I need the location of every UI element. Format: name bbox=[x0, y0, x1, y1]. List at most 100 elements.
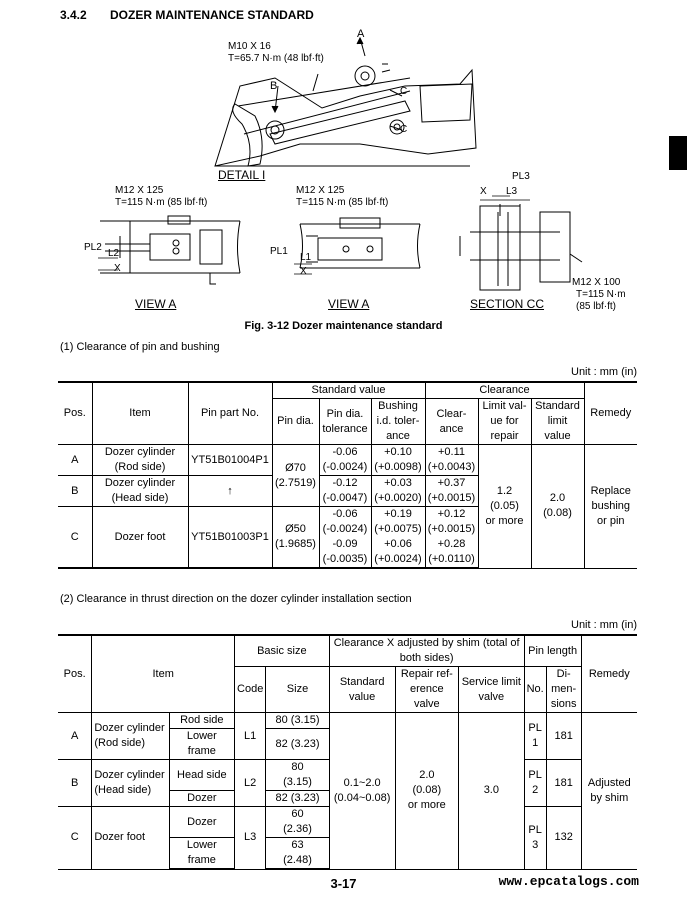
hdr-clearance-group: Clearance bbox=[424, 381, 585, 399]
row2-c-item: Dozer foot bbox=[91, 806, 170, 870]
row-c-item: Dozer foot bbox=[91, 506, 189, 569]
pl2-label: PL2 bbox=[84, 242, 102, 253]
row2-b-item: Dozer cylinder(Head side) bbox=[91, 759, 170, 807]
pl3-label: PL3 bbox=[512, 171, 530, 182]
hdr-pin-dia-tolerance: Pin dia.tolerance bbox=[318, 398, 372, 445]
dozer-drawing: M10 X 16 T=65.7 N·m (48 lbf·ft) A B C C … bbox=[60, 26, 640, 316]
row2-a-item: Dozer cylinder(Rod side) bbox=[91, 712, 170, 760]
l2-label: L2 bbox=[108, 248, 120, 259]
figure-caption: Fig. 3-12 Dozer maintenance standard bbox=[244, 320, 443, 332]
row2-c-code: L3 bbox=[234, 806, 267, 870]
part2-heading: (2) Clearance in thrust direction on the… bbox=[60, 593, 412, 605]
pin-dia-ab: Ø70(2.7519) bbox=[271, 444, 320, 507]
thrust-clearance-table: Pos. Item Basic size Clearance X adjuste… bbox=[58, 634, 637, 870]
x-label-mid: X bbox=[300, 266, 307, 277]
row2-b-size2: 82 (3.23) bbox=[265, 790, 330, 807]
row2-c-side2: Lower frame bbox=[168, 837, 236, 870]
hdr-pos: Pos. bbox=[58, 381, 93, 445]
row-b-clearance: +0.37(+0.0015) bbox=[424, 475, 479, 507]
part2-unit: Unit : mm (in) bbox=[571, 619, 637, 631]
hdr-standard-value: Standard value bbox=[271, 381, 426, 399]
hdr-pin-dia: Pin dia. bbox=[271, 398, 320, 445]
table-row: B Dozer cylinder(Head side) ↑ -0.12(-0.0… bbox=[58, 475, 637, 507]
row-a-pos: A bbox=[58, 444, 93, 476]
row2-a-code: L1 bbox=[234, 712, 267, 760]
row-b-pin-tol: -0.12(-0.0047) bbox=[318, 475, 372, 507]
l3-label: L3 bbox=[506, 186, 518, 197]
torque-left-line1: M12 X 125 bbox=[115, 185, 164, 196]
row-a-bush-tol: +0.10(+0.0098) bbox=[370, 444, 426, 476]
section-title: DOZER MAINTENANCE STANDARD bbox=[110, 8, 314, 22]
torque-right-line1: M12 X 100 bbox=[572, 277, 621, 288]
row2-a-pos: A bbox=[58, 712, 93, 760]
section-number: 3.4.2 bbox=[60, 8, 87, 22]
std-limit-value: 2.0(0.08) bbox=[530, 444, 585, 569]
row-b-item: Dozer cylinder(Head side) bbox=[91, 475, 189, 507]
table-row: Lower frame 82 (3.23) bbox=[58, 728, 637, 760]
row-c-pin-tol: -0.06(-0.0024)-0.09(-0.0035) bbox=[318, 506, 372, 569]
hdr2-code: Code bbox=[234, 666, 267, 713]
table-row: A Dozer cylinder(Rod side) YT51B01004P1 … bbox=[58, 444, 637, 569]
section-heading: 3.4.2 DOZER MAINTENANCE STANDARD bbox=[60, 8, 314, 22]
row2-c-size1: 60(2.36) bbox=[265, 806, 330, 838]
table-row: C Dozer foot YT51B01003P1 Ø50(1.9685) -0… bbox=[58, 506, 637, 569]
hdr2-size: Size bbox=[265, 666, 330, 713]
torque-left-line2: T=115 N·m (85 lbf·ft) bbox=[115, 197, 208, 208]
torque-top-line1: M10 X 16 bbox=[228, 41, 271, 52]
table-row: A Dozer cylinder(Rod side) Rod side L1 8… bbox=[58, 712, 637, 870]
row2-b-size1: 80(3.15) bbox=[265, 759, 330, 791]
row-a-pin-tol: -0.06(-0.0024) bbox=[318, 444, 372, 476]
row-b-part: ↑ bbox=[187, 475, 273, 507]
hdr2-pos: Pos. bbox=[58, 634, 93, 713]
watermark: www.epcatalogs.com bbox=[498, 874, 639, 889]
view-a-left-label: VIEW A bbox=[135, 297, 177, 311]
row2-a-size1: 80 (3.15) bbox=[265, 712, 330, 729]
row2-c-side1: Dozer bbox=[168, 806, 236, 838]
row-a-clearance: +0.11(+0.0043) bbox=[424, 444, 479, 476]
row2-a-dim: 181 bbox=[545, 712, 582, 760]
l1-label: L1 bbox=[300, 252, 312, 263]
view-a-mid-label: VIEW A bbox=[328, 297, 370, 311]
row-c-part: YT51B01003P1 bbox=[187, 506, 273, 569]
row2-b-code: L2 bbox=[234, 759, 267, 807]
hdr2-item: Item bbox=[91, 634, 236, 713]
detail-label: DETAIL I bbox=[218, 168, 266, 182]
row-c-pos: C bbox=[58, 506, 93, 569]
row2-b-side2: Dozer bbox=[168, 790, 236, 807]
arrow-a-label: A bbox=[357, 28, 365, 40]
arrow-c-label-top: C bbox=[400, 86, 408, 97]
row2-a-side1: Rod side bbox=[168, 712, 236, 729]
row2-b-side1: Head side bbox=[168, 759, 236, 791]
row-a-item: Dozer cylinder(Rod side) bbox=[91, 444, 189, 476]
row2-a-side2: Lower frame bbox=[168, 728, 236, 760]
row-a-part: YT51B01004P1 bbox=[187, 444, 273, 476]
row2-b-pos: B bbox=[58, 759, 93, 807]
row-b-pos: B bbox=[58, 475, 93, 507]
row2-c-dim: 132 bbox=[545, 806, 582, 870]
table-row: Lower frame 63(2.48) bbox=[58, 837, 637, 870]
standard-value: 0.1~2.0(0.04~0.08) bbox=[328, 712, 396, 870]
hdr2-no: No. bbox=[523, 666, 547, 713]
section-cc-label: SECTION CC bbox=[470, 297, 545, 311]
page-number: 3-17 bbox=[330, 876, 357, 891]
hdr-item: Item bbox=[91, 381, 189, 445]
row-c-bush-tol: +0.19(+0.0075)+0.06(+0.0024) bbox=[370, 506, 426, 569]
hdr2-dimensions: Di-men-sions bbox=[545, 666, 582, 713]
arrow-b-label: B bbox=[270, 80, 278, 92]
limit-value: 1.2(0.05)or more bbox=[477, 444, 532, 569]
hdr2-basic-size: Basic size bbox=[234, 634, 330, 667]
torque-mid-line1: M12 X 125 bbox=[296, 185, 345, 196]
torque-mid-line2: T=115 N·m (85 lbf·ft) bbox=[296, 197, 389, 208]
row2-c-size2: 63(2.48) bbox=[265, 837, 330, 870]
x-label-section: X bbox=[480, 186, 487, 197]
hdr-pin-part: Pin part No. bbox=[187, 381, 273, 445]
